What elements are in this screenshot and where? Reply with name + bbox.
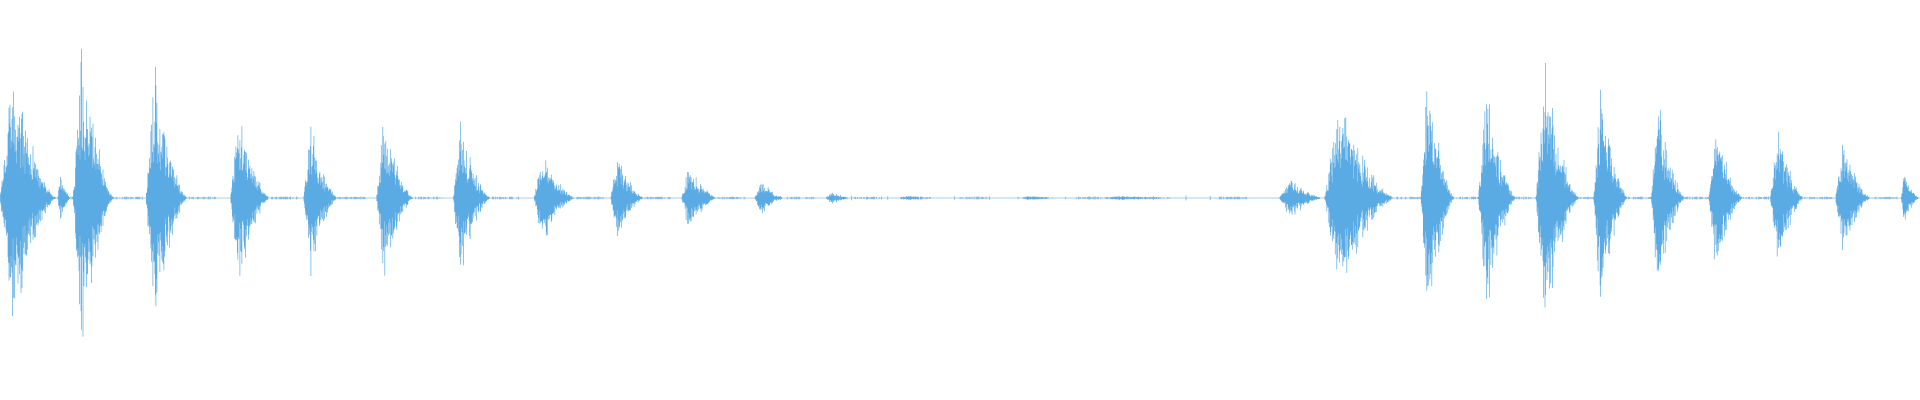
waveform-samples bbox=[0, 48, 1919, 337]
waveform-path bbox=[0, 48, 1919, 337]
waveform-onset-marker bbox=[1279, 193, 1287, 203]
waveform-onset-marker bbox=[1909, 193, 1917, 203]
